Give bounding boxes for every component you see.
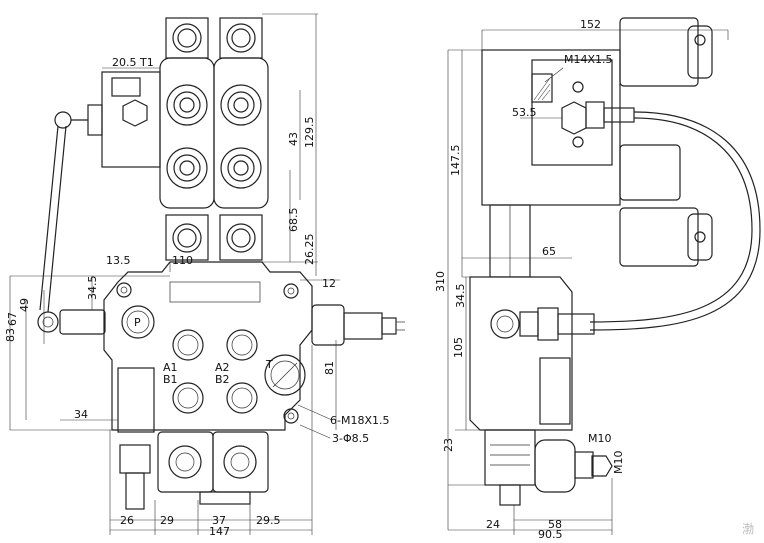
- dim-29: 29: [160, 514, 174, 527]
- port-label-t: T: [265, 358, 273, 371]
- dim-53-5: 53.5: [512, 106, 537, 119]
- side-port: [490, 309, 520, 339]
- side-solenoid-bottom: [619, 207, 699, 267]
- side-upper-block: [481, 49, 621, 206]
- thread-m10-a: M10: [588, 432, 612, 445]
- front-view: [9, 13, 405, 535]
- dim-81: 81: [323, 361, 336, 375]
- thread-m10-b: M10: [612, 451, 625, 475]
- thread-m14: M14X1.5: [564, 53, 613, 66]
- dim-24: 24: [486, 518, 500, 531]
- dim-147-5: 147.5: [449, 145, 462, 177]
- dim-43: 43: [287, 132, 300, 146]
- dim-129-5: 129.5: [303, 117, 316, 149]
- side-view: [447, 17, 761, 535]
- label-t1: T1: [139, 56, 154, 69]
- dim-90-5: 90.5: [538, 528, 563, 539]
- dim-34-5: 34.5: [86, 276, 99, 301]
- dim-65: 65: [542, 245, 556, 258]
- dim-20-5: 20.5: [112, 56, 137, 69]
- pilot-port-t1: [111, 77, 141, 97]
- bottom-solenoid-left: [157, 431, 214, 493]
- dim-110: 110: [172, 254, 193, 267]
- left-pocket: [117, 367, 155, 433]
- lever-rod: [39, 111, 88, 313]
- dim-26-25: 26.25: [303, 234, 316, 266]
- hydraulic-cable: [589, 111, 761, 331]
- side-labels: 152 M14X1.5 53.5 147.5 310 34.5 105 23 6…: [434, 18, 625, 541]
- relief-valve: [311, 304, 345, 346]
- dim-29-5: 29.5: [256, 514, 281, 527]
- front-dimension-lines: [9, 13, 340, 535]
- dim-152: 152: [580, 18, 601, 31]
- dim-34: 34: [74, 408, 88, 421]
- port-label-p: P: [134, 316, 141, 329]
- dim-13-5: 13.5: [106, 254, 131, 267]
- callout-holes: 3-Φ8.5: [332, 432, 369, 445]
- side-dimension-lines: [447, 29, 729, 535]
- side-hex-fitting-icon: [561, 101, 587, 135]
- dim-49: 49: [18, 298, 31, 312]
- port-p: [121, 305, 155, 339]
- dim-12: 12: [322, 277, 336, 290]
- dim-68-5: 68.5: [287, 208, 300, 233]
- dim-83: 83: [4, 328, 17, 342]
- dim-23: 23: [442, 438, 455, 452]
- dim-58: 58: [548, 518, 562, 531]
- dim-147: 147: [209, 525, 230, 538]
- pilot-block: [101, 71, 161, 168]
- watermark: 渤: [742, 522, 754, 536]
- solenoid-stack-left: [159, 17, 215, 261]
- dim-310: 310: [434, 271, 447, 292]
- port-label-a2: A2: [215, 361, 230, 374]
- dim-105: 105: [452, 337, 465, 358]
- side-bottom-solenoid: [484, 429, 536, 486]
- bottom-solenoid-right: [212, 431, 269, 493]
- side-main-body: [469, 276, 573, 431]
- dim-67: 67: [6, 312, 19, 326]
- m10-fitting-icon: [591, 455, 613, 477]
- dim-34-5-side: 34.5: [454, 284, 467, 309]
- port-t: [264, 354, 306, 396]
- solenoid-stack-right: [213, 17, 269, 261]
- hex-plug-icon: [122, 99, 148, 127]
- callout-thread: 6-M18X1.5: [330, 414, 390, 427]
- port-label-a1: A1: [163, 361, 178, 374]
- side-solenoid-top: [619, 17, 699, 87]
- dim-26: 26: [120, 514, 134, 527]
- front-labels: 20.5 T1 129.5 43 68.5 26.25 12 13.5 34.5…: [4, 56, 390, 538]
- port-label-b1: B1: [163, 373, 178, 386]
- port-label-b2: B2: [215, 373, 230, 386]
- dim-37: 37: [212, 514, 226, 527]
- valve-body: [103, 261, 313, 431]
